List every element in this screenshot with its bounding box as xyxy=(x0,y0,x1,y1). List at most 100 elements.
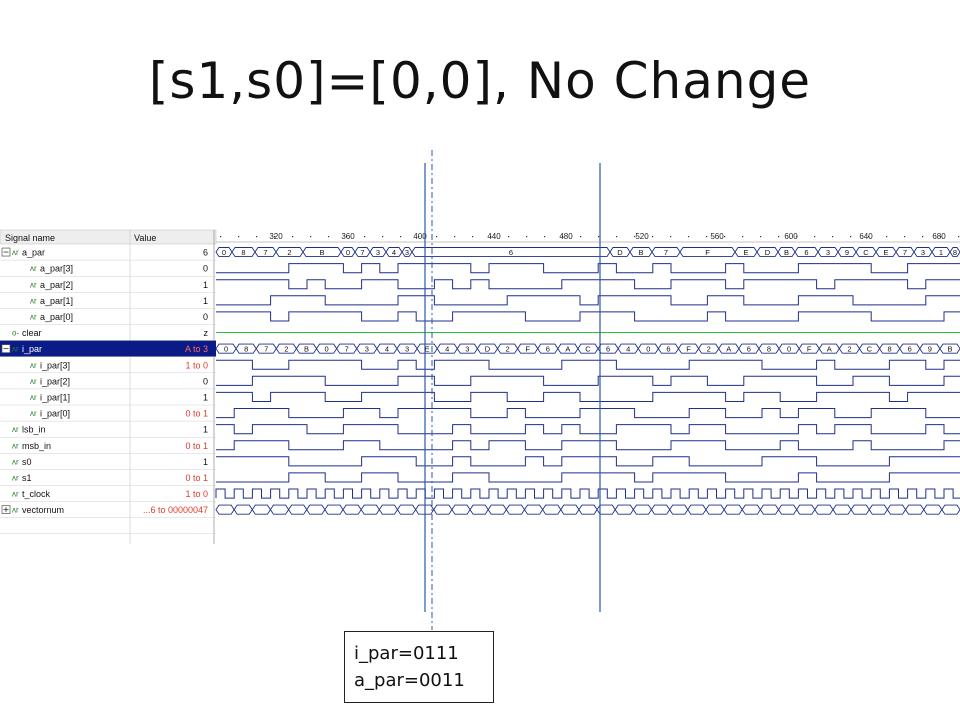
signal-value: 0 xyxy=(203,376,208,386)
bit-wave-i_par3 xyxy=(216,359,960,370)
bus-value-label: 9 xyxy=(928,345,932,354)
bus-value-label: 8 xyxy=(888,345,892,354)
signal-type-icon: ʌr xyxy=(12,473,19,482)
ruler-dot xyxy=(544,236,546,238)
ruler-dot xyxy=(706,236,708,238)
signal-name-lsb_in[interactable]: lsb_in xyxy=(22,425,46,435)
bus-value-label: 6 xyxy=(666,345,670,354)
time-tick-label: 520 xyxy=(635,232,649,241)
ruler-dot xyxy=(274,236,276,238)
signal-value: 1 to 0 xyxy=(185,489,208,499)
time-tick-label: 440 xyxy=(487,232,501,241)
time-tick-label: 640 xyxy=(859,232,873,241)
signal-value: 1 to 0 xyxy=(185,360,208,370)
ruler-dot xyxy=(598,236,600,238)
signal-type-icon: ʌr xyxy=(12,345,19,354)
ruler-dot xyxy=(508,236,510,238)
signal-name-msb_in[interactable]: msb_in xyxy=(22,441,51,451)
signal-type-icon: ʌr xyxy=(12,457,19,466)
bit-wave-a_par1 xyxy=(216,295,960,306)
signal-name-i_par2[interactable]: i_par[2] xyxy=(40,376,70,386)
ruler-dot xyxy=(346,236,348,238)
ruler-dot xyxy=(778,236,780,238)
ruler-dot xyxy=(634,236,636,238)
bus-value-label: 3 xyxy=(921,248,925,257)
signal-name-vectornum[interactable]: vectornum xyxy=(22,505,64,515)
signal-name-i_par1[interactable]: i_par[1] xyxy=(40,392,70,402)
bus-segment xyxy=(941,504,960,515)
bus-value-label: 1 xyxy=(939,248,943,257)
ruler-dot xyxy=(454,236,456,238)
bus-value-label: E xyxy=(743,248,748,257)
ruler-dot xyxy=(292,236,294,238)
time-tick-label: 320 xyxy=(269,232,283,241)
bus-value-label: A xyxy=(565,345,570,354)
bus-value-label: B xyxy=(784,248,789,257)
ruler-dot xyxy=(850,236,852,238)
bus-value-label: 6 xyxy=(908,345,912,354)
signal-name-clear[interactable]: clear xyxy=(22,328,42,338)
ruler-dot xyxy=(652,236,654,238)
ruler-dot xyxy=(472,236,474,238)
signal-type-icon: ʌr xyxy=(30,377,37,386)
bus-value-label: 8 xyxy=(767,345,771,354)
signal-name-a_par[interactable]: a_par xyxy=(22,248,45,258)
bus-value-label: 2 xyxy=(707,345,711,354)
bus-value-label: 8 xyxy=(244,345,248,354)
ruler-dot xyxy=(436,236,438,238)
bus-value-label: F xyxy=(807,345,812,354)
signal-name-a_par1[interactable]: a_par[1] xyxy=(40,296,73,306)
signal-value: A to 3 xyxy=(185,344,208,354)
bus-value-label: 6 xyxy=(546,345,550,354)
signal-value: 6 xyxy=(203,248,208,258)
bus-value-label: 4 xyxy=(445,345,449,354)
signal-type-icon: ʌr xyxy=(12,425,19,434)
bus-value-label: C xyxy=(863,248,869,257)
ruler-dot xyxy=(220,236,222,238)
signal-type-icon: ʌr xyxy=(12,506,19,515)
signal-name-a_par3[interactable]: a_par[3] xyxy=(40,264,73,274)
signal-name-i_par0[interactable]: i_par[0] xyxy=(40,409,70,419)
signal-name-a_par0[interactable]: a_par[0] xyxy=(40,312,73,322)
header-signal-name: Signal name xyxy=(5,233,55,243)
signal-value: 1 xyxy=(203,392,208,402)
signal-type-icon: o- xyxy=(12,329,19,338)
bus-value-label: E xyxy=(883,248,888,257)
time-tick-label: 560 xyxy=(710,232,724,241)
signal-name-t_clock[interactable]: t_clock xyxy=(22,489,51,499)
time-tick-label: 600 xyxy=(784,232,798,241)
bus-value-label: 3 xyxy=(826,248,830,257)
bit-wave-a_par3 xyxy=(216,263,960,274)
bus-value-label: D xyxy=(485,345,491,354)
signal-type-icon: ʌr xyxy=(30,296,37,305)
bus-value-label: A xyxy=(827,345,832,354)
ruler-dot xyxy=(814,236,816,238)
ruler-dot xyxy=(562,236,564,238)
signal-name-i_par3[interactable]: i_par[3] xyxy=(40,360,70,370)
signal-name-a_par2[interactable]: a_par[2] xyxy=(40,280,73,290)
bus-value-label: 4 xyxy=(626,345,630,354)
bus-value-label: 6 xyxy=(747,345,751,354)
ruler-dot xyxy=(958,236,960,238)
signal-value: ...6 to 00000047 xyxy=(143,505,208,515)
bus-value-label: F xyxy=(705,248,710,257)
bus-value-label: D xyxy=(617,248,623,257)
signal-type-icon: ʌr xyxy=(30,409,37,418)
bus-value-label: 3 xyxy=(405,248,409,257)
ruler-dot xyxy=(616,236,618,238)
signal-name-i_par[interactable]: i_par xyxy=(22,344,42,354)
ruler-dot xyxy=(382,236,384,238)
bit-wave-s0 xyxy=(216,456,960,467)
bus-value-label: 4 xyxy=(385,345,389,354)
bus-value-label: 0 xyxy=(325,345,329,354)
bus-value-label: B xyxy=(304,345,309,354)
signal-name-s0[interactable]: s0 xyxy=(22,457,32,467)
bus-value-label: 7 xyxy=(263,248,267,257)
signal-name-s1[interactable]: s1 xyxy=(22,473,32,483)
bus-value-label: 0 xyxy=(346,248,350,257)
signal-value: 1 xyxy=(203,296,208,306)
ruler-dot xyxy=(940,236,942,238)
bus-value-label: B xyxy=(319,248,324,257)
